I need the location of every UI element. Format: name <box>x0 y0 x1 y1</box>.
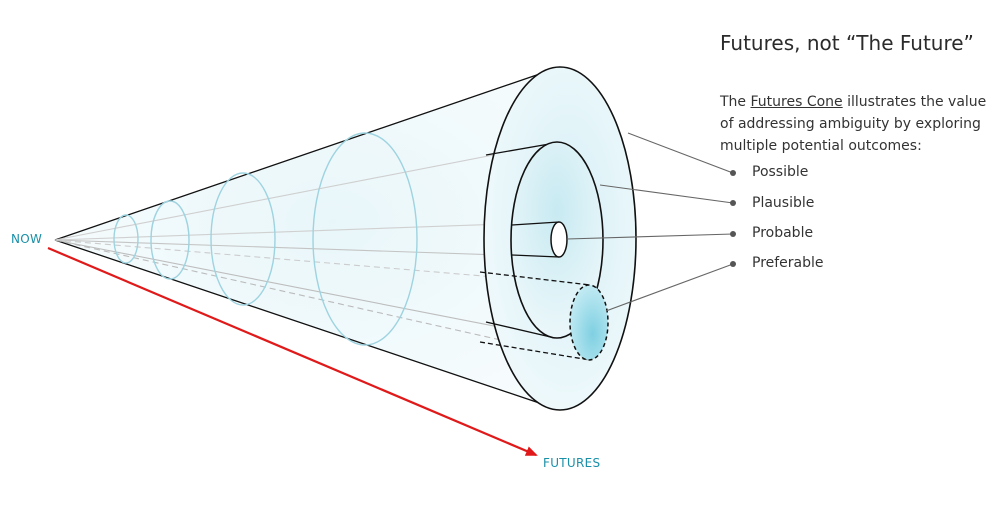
time-ring-4 <box>312 132 418 346</box>
intro-text-after: illustrates the value of addressing ambi… <box>720 94 987 154</box>
time-rings <box>113 132 418 346</box>
panel-title: Futures, not “The Future” <box>720 31 974 55</box>
time-ring-3 <box>210 172 276 306</box>
plausible-leader <box>599 184 734 204</box>
leader-dots <box>730 170 736 267</box>
now-label: NOW <box>11 232 43 246</box>
futures-label: FUTURES <box>543 456 601 470</box>
legend-probable: Probable <box>752 225 814 241</box>
probable-leader <box>566 233 734 240</box>
possible-cone <box>54 66 561 411</box>
leader-lines <box>566 132 734 312</box>
legend-possible: Possible <box>752 164 809 180</box>
preferable-leader <box>605 263 734 312</box>
legend-preferable: Preferable <box>752 255 824 271</box>
futures-cone-link[interactable]: Futures Cone <box>750 94 843 110</box>
possible-bullet <box>730 170 736 176</box>
inner-cone-rays <box>54 142 591 361</box>
time-ring-1 <box>113 214 139 264</box>
intro-paragraph: The Futures Cone illustrates the value o… <box>720 91 995 157</box>
plausible-bullet <box>730 200 736 206</box>
preferable-cone <box>479 271 609 361</box>
preferable-bullet <box>730 261 736 267</box>
preferable-ellipse <box>569 284 609 361</box>
legend-plausible: Plausible <box>752 195 815 211</box>
time-arrow <box>47 246 538 457</box>
probable-bullet <box>730 231 736 237</box>
possible-leader <box>627 132 734 174</box>
probable-cone <box>511 221 568 258</box>
time-ring-2 <box>150 200 190 280</box>
probable-ellipse <box>550 221 568 258</box>
intro-text-before: The <box>720 94 751 110</box>
